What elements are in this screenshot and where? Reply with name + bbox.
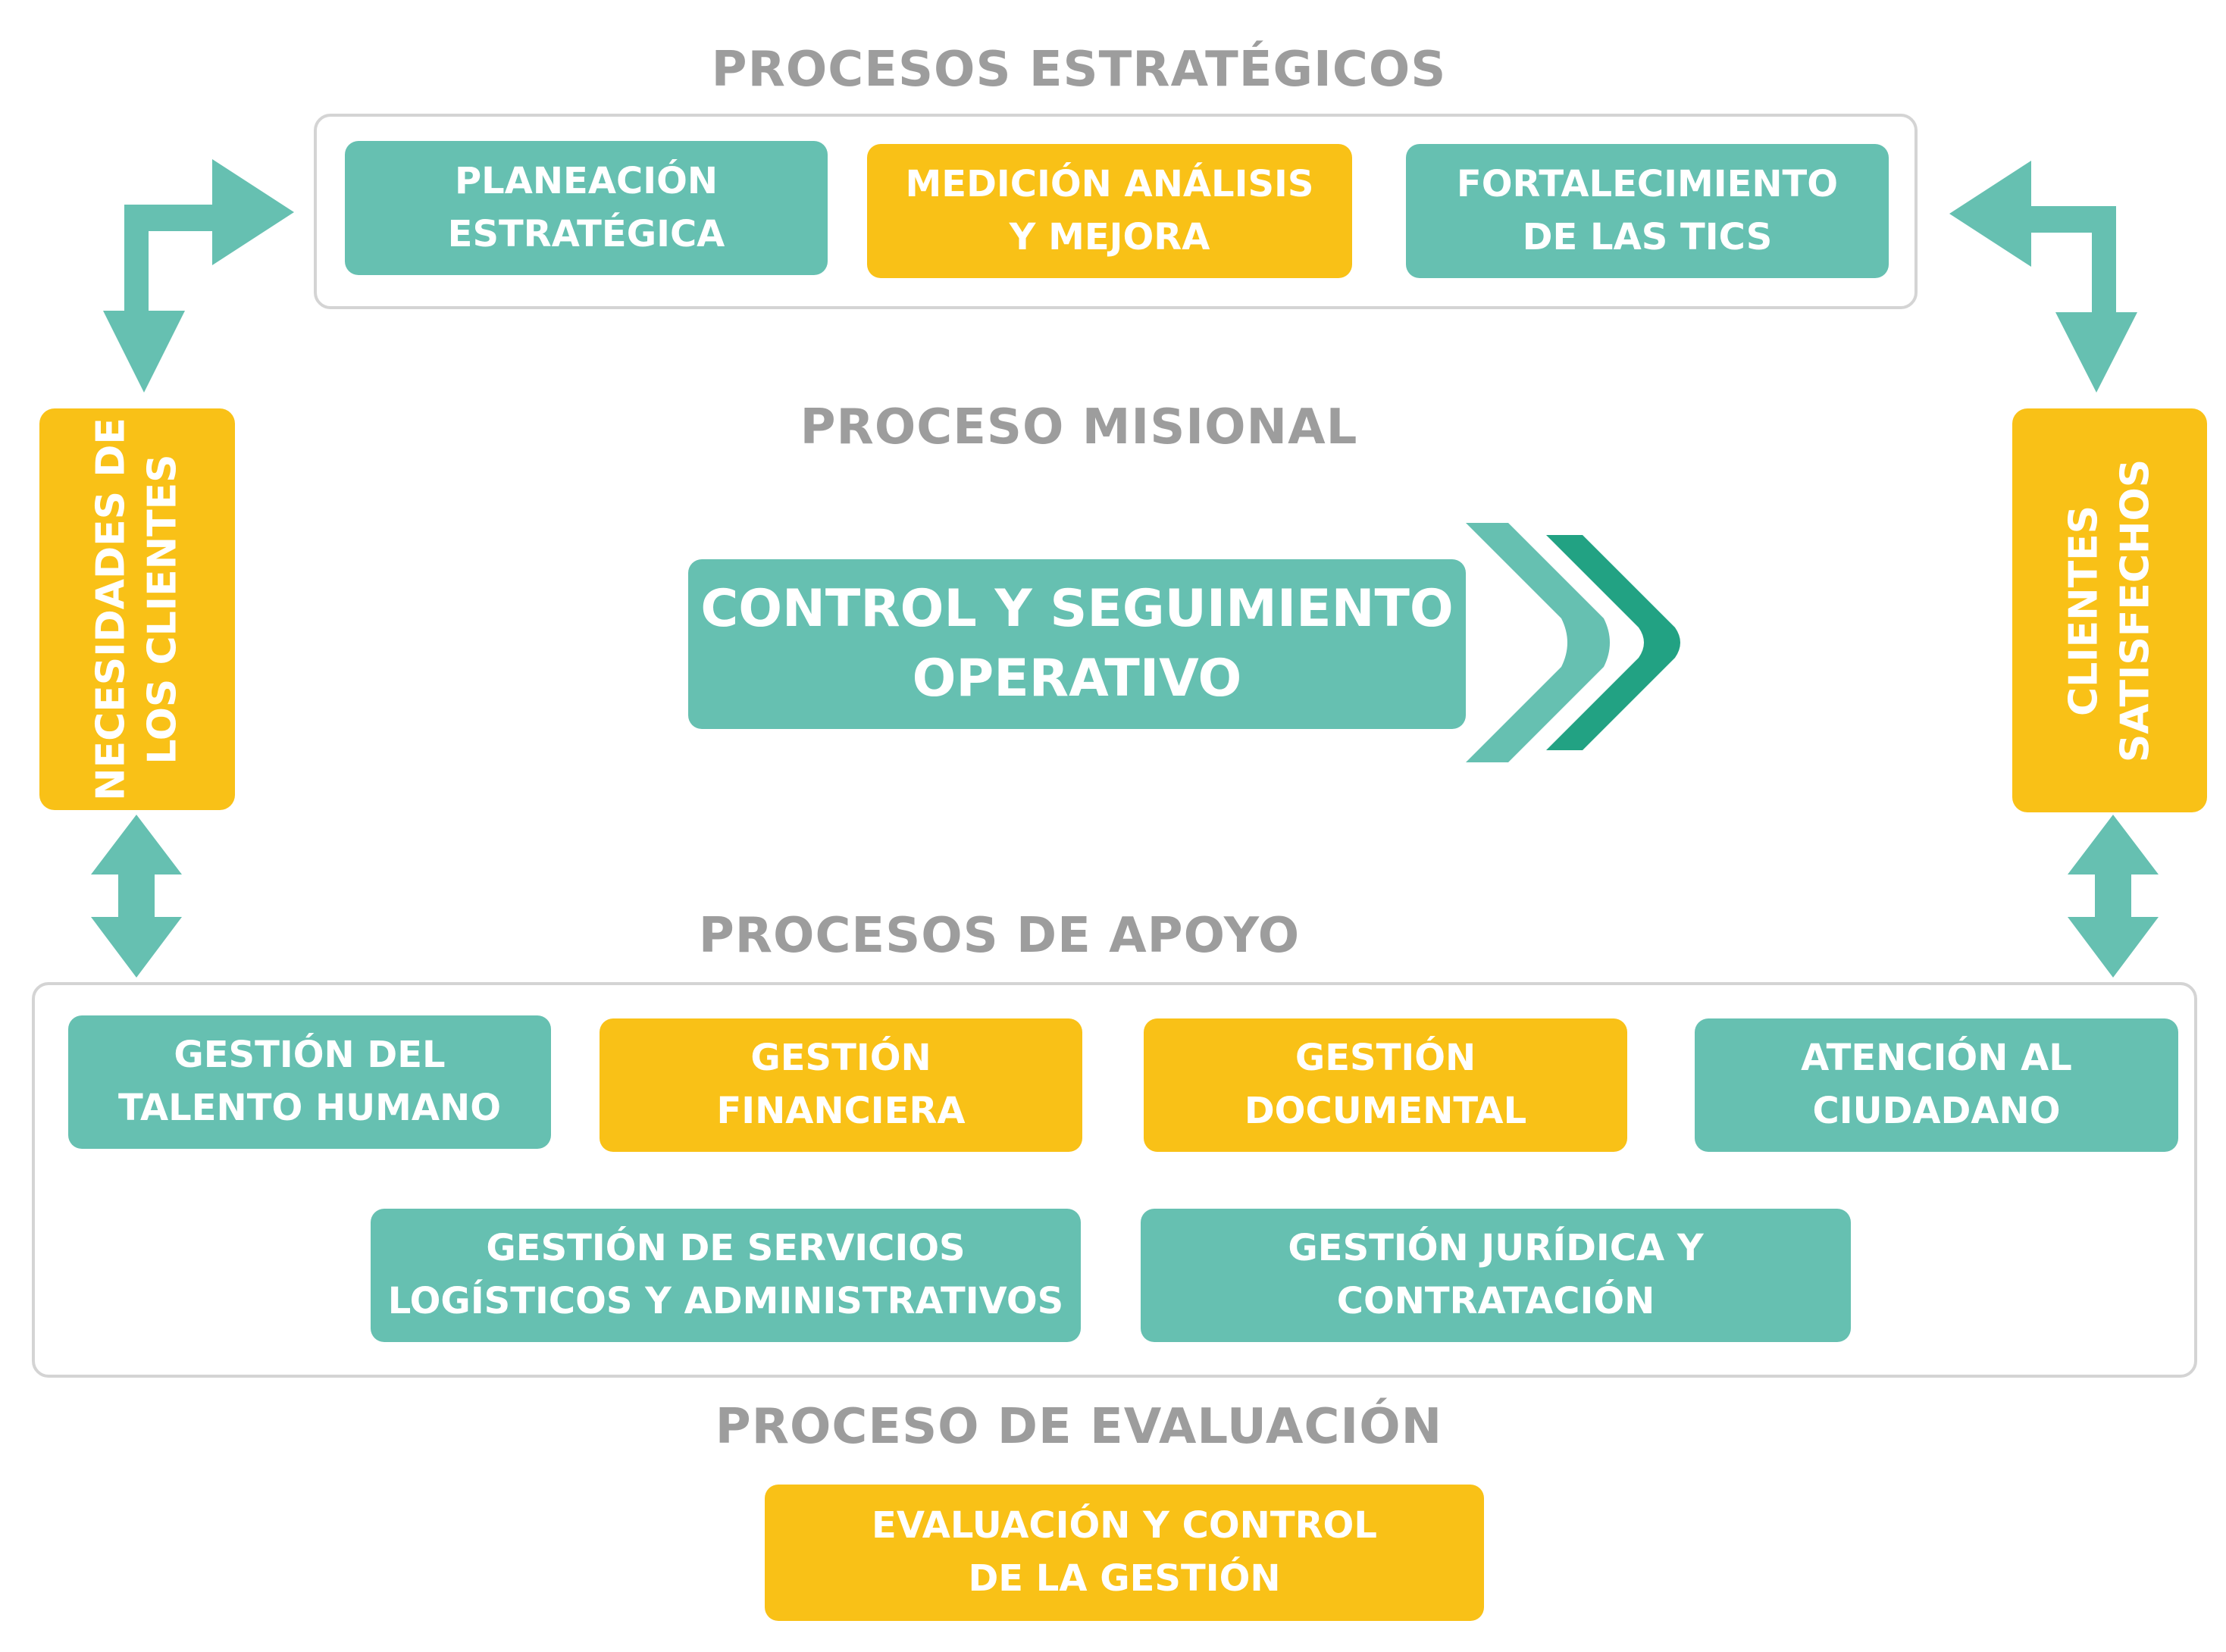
citizen-attention-box: ATENCIÓN AL CIUDADANO <box>1695 1018 2178 1152</box>
right-double-arrow <box>2068 815 2159 978</box>
legal-contracting-line2: CONTRATACIÓN <box>1336 1280 1655 1322</box>
operational-control-line2: OPERATIVO <box>912 649 1242 709</box>
tics-strengthening-line2: DE LAS TICS <box>1522 215 1773 258</box>
citizen-attention-line1: ATENCIÓN AL <box>1801 1037 2072 1080</box>
management-evaluation-line2: DE LA GESTIÓN <box>968 1557 1281 1600</box>
support-processes-frame <box>32 982 2197 1378</box>
strategic-processes-frame <box>314 114 1918 309</box>
strategic-planning-box: PLANEACIÓN ESTRATÉGICA <box>345 141 828 275</box>
support-processes-heading: PROCESOS DE APOYO <box>698 908 1301 964</box>
satisfied-customers-box: CLIENTES SATISFECHOS <box>2012 408 2207 812</box>
chevron-arrow-icon <box>1466 523 1680 762</box>
financial-management-box: GESTIÓN FINANCIERA <box>600 1018 1082 1152</box>
tics-strengthening-box: FORTALECIMIENTO DE LAS TICS <box>1406 144 1889 278</box>
logistic-services-line2: LOGÍSTICOS Y ADMINISTRATIVOS <box>387 1280 1064 1322</box>
financial-management-line2: FINANCIERA <box>716 1090 966 1132</box>
operational-control-line1: CONTROL Y SEGUIMIENTO <box>700 579 1454 640</box>
human-talent-line1: GESTIÓN DEL <box>174 1034 446 1077</box>
tics-strengthening-line1: FORTALECIMIENTO <box>1456 162 1839 205</box>
human-talent-box: GESTIÓN DEL TALENTO HUMANO <box>68 1015 551 1149</box>
left-top-elbow-arrow <box>103 159 294 393</box>
measurement-analysis-line2: Y MEJORA <box>1009 215 1210 258</box>
logistic-services-line1: GESTIÓN DE SERVICIOS <box>486 1227 966 1270</box>
financial-management-line1: GESTIÓN <box>750 1037 931 1080</box>
legal-contracting-line1: GESTIÓN JURÍDICA Y <box>1288 1227 1704 1270</box>
operational-control-box: CONTROL Y SEGUIMIENTO OPERATIVO <box>688 559 1466 729</box>
customer-needs-box: NECESIDADES DE LOS CLIENTES <box>39 408 235 810</box>
measurement-analysis-box: MEDICIÓN ANÁLISIS Y MEJORA <box>867 144 1352 278</box>
strategic-planning-line1: PLANEACIÓN <box>454 159 719 202</box>
strategic-processes-heading: PROCESOS ESTRATÉGICOS <box>711 42 1447 98</box>
left-double-arrow <box>91 815 182 978</box>
legal-contracting-box: GESTIÓN JURÍDICA Y CONTRATACIÓN <box>1141 1209 1851 1342</box>
right-top-elbow-arrow <box>1949 161 2137 393</box>
strategic-planning-line2: ESTRATÉGICA <box>447 212 725 255</box>
document-management-line2: DOCUMENTAL <box>1244 1090 1527 1132</box>
measurement-analysis-line1: MEDICIÓN ANÁLISIS <box>905 162 1314 205</box>
management-evaluation-box: EVALUACIÓN Y CONTROL DE LA GESTIÓN <box>765 1485 1484 1621</box>
document-management-box: GESTIÓN DOCUMENTAL <box>1144 1018 1627 1152</box>
evaluation-process-heading: PROCESO DE EVALUACIÓN <box>715 1399 1443 1455</box>
logistic-services-box: GESTIÓN DE SERVICIOS LOGÍSTICOS Y ADMINI… <box>371 1209 1081 1342</box>
misional-process-heading: PROCESO MISIONAL <box>800 399 1358 455</box>
document-management-line1: GESTIÓN <box>1295 1037 1476 1080</box>
human-talent-line2: TALENTO HUMANO <box>117 1087 501 1129</box>
management-evaluation-line1: EVALUACIÓN Y CONTROL <box>872 1504 1377 1547</box>
citizen-attention-line2: CIUDADANO <box>1812 1090 2061 1132</box>
